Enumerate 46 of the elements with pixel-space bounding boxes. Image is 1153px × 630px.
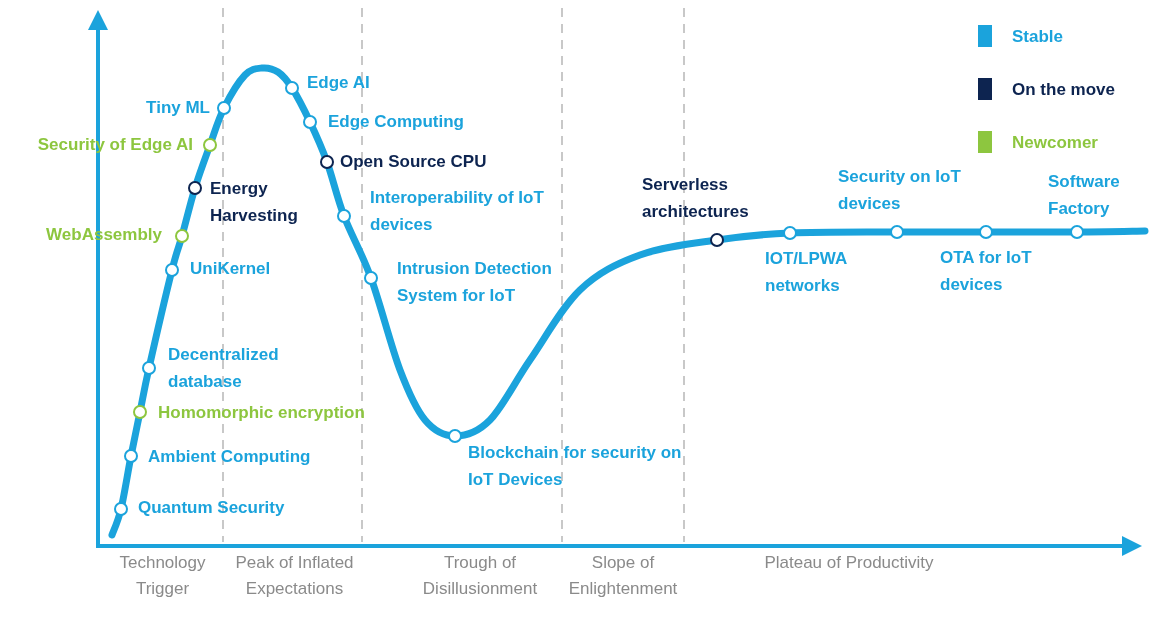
- point-marker: [1070, 225, 1084, 239]
- point-label: IOT/LPWA networks: [765, 248, 848, 297]
- point-label: Security on IoT devices: [838, 166, 962, 215]
- point-marker: [303, 115, 317, 129]
- point-marker: [285, 81, 299, 95]
- point-label: Quantum Security: [138, 497, 286, 519]
- point-label: Software Factory: [1048, 171, 1121, 220]
- phase-label: Plateau of Productivity: [763, 552, 935, 574]
- point-marker: [448, 429, 462, 443]
- point-label: Decentralized database: [168, 344, 280, 393]
- point-label: Homomorphic encryption: [158, 402, 366, 424]
- point-marker: [320, 155, 334, 169]
- point-marker: [337, 209, 351, 223]
- point-label: Ambient Computing: [148, 446, 312, 468]
- point-marker: [124, 449, 138, 463]
- legend-label: Newcomer: [1012, 133, 1098, 153]
- point-marker: [364, 271, 378, 285]
- point-label: UniKernel: [190, 258, 272, 280]
- point-label: Intrusion Detection System for IoT: [397, 258, 553, 307]
- phase-label: Peak of Inflated Expectations: [234, 552, 355, 600]
- point-label: Energy Harvesting: [210, 178, 299, 227]
- point-marker: [142, 361, 156, 375]
- point-label: Interoperability of IoT devices: [370, 187, 545, 236]
- point-marker: [890, 225, 904, 239]
- phase-label: Slope of Enlightenment: [567, 552, 679, 600]
- point-label: OTA for IoT devices: [940, 247, 1033, 296]
- legend-label: On the move: [1012, 80, 1115, 100]
- point-marker: [979, 225, 993, 239]
- point-label: Open Source CPU: [340, 151, 488, 173]
- phase-label: Technology Trigger: [118, 552, 207, 600]
- point-label: Edge Computing: [328, 111, 465, 133]
- point-marker: [217, 101, 231, 115]
- point-marker: [165, 263, 179, 277]
- point-label: Edge AI: [307, 72, 371, 94]
- point-marker: [188, 181, 202, 195]
- point-marker: [203, 138, 217, 152]
- phase-label: Trough of Disillusionment: [421, 552, 539, 600]
- point-marker: [783, 226, 797, 240]
- point-marker: [133, 405, 147, 419]
- point-marker: [710, 233, 724, 247]
- point-label: Blockchain for security on IoT Devices: [468, 442, 683, 491]
- legend-label: Stable: [1012, 27, 1064, 47]
- point-marker: [114, 502, 128, 516]
- point-marker: [175, 229, 189, 243]
- point-label: Serverless architectures: [642, 174, 750, 223]
- point-label: Tiny ML: [145, 97, 210, 119]
